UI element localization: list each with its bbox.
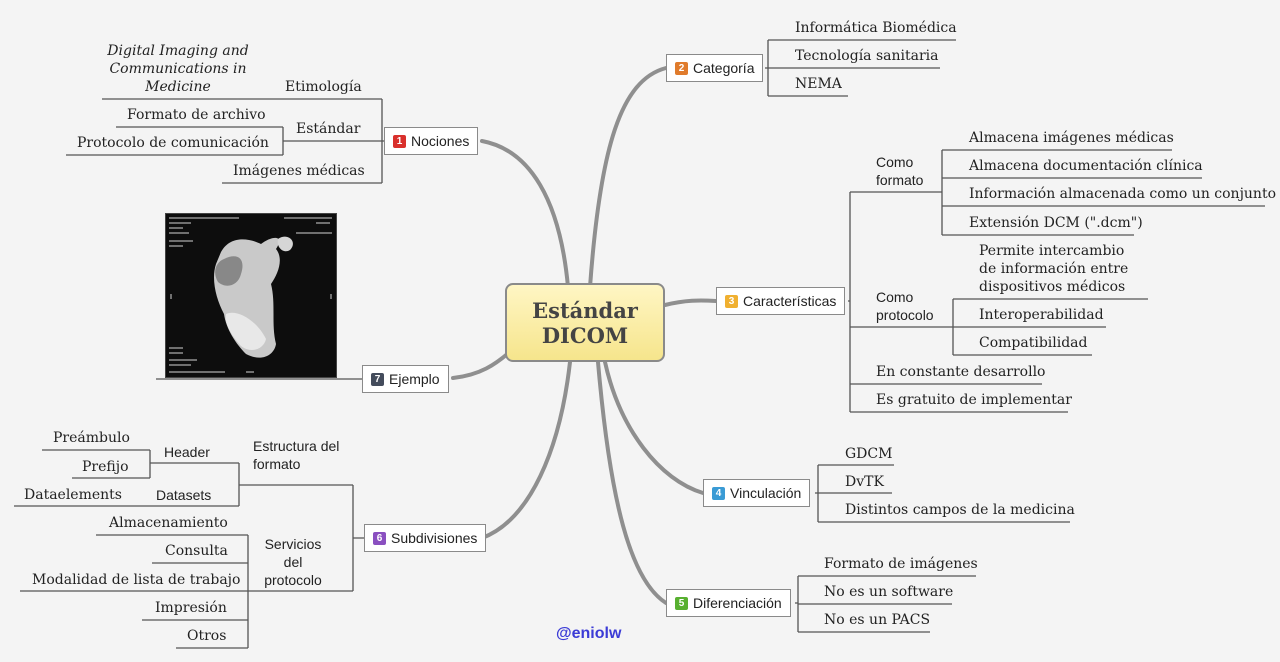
- vinculacion-item[interactable]: Distintos campos de la medicina: [845, 502, 1075, 518]
- etimologia-value[interactable]: Digital Imaging and Communications in Me…: [107, 43, 249, 95]
- dicom-example-image[interactable]: [165, 213, 337, 378]
- gratuito-item[interactable]: Es gratuito de implementar: [876, 392, 1072, 408]
- diferenciacion-item[interactable]: Formato de imágenes: [824, 556, 978, 572]
- branch-diferenciacion-label: Diferenciación: [693, 595, 782, 611]
- central-topic-title: Estándar DICOM: [532, 297, 638, 348]
- datasets-item[interactable]: Dataelements: [24, 487, 122, 503]
- number-badge-4: 4: [712, 486, 725, 500]
- header-item[interactable]: Preámbulo: [53, 430, 130, 446]
- protocolo-item[interactable]: Permite intercambio de información entre…: [979, 243, 1129, 295]
- categoria-item[interactable]: Informática Biomédica: [795, 20, 957, 36]
- number-badge-6: 6: [373, 531, 386, 545]
- servicios-protocolo-label[interactable]: Servicios del protocolo: [264, 536, 322, 588]
- desarrollo-item[interactable]: En constante desarrollo: [876, 364, 1046, 380]
- number-badge-5: 5: [675, 596, 688, 610]
- formato-item[interactable]: Información almacenada como un conjunto: [969, 186, 1277, 202]
- number-badge-7: 7: [371, 372, 384, 386]
- vinculacion-item[interactable]: GDCM: [845, 446, 893, 462]
- branch-subdivisiones-label: Subdivisiones: [391, 530, 478, 546]
- servicios-item[interactable]: Almacenamiento: [109, 515, 228, 531]
- categoria-item[interactable]: Tecnología sanitaria: [795, 48, 939, 64]
- protocolo-comunicacion[interactable]: Protocolo de comunicación: [77, 135, 269, 151]
- branch-diferenciacion[interactable]: 5 Diferenciación: [666, 589, 791, 617]
- como-protocolo-label[interactable]: Como protocolo: [876, 289, 934, 323]
- protocolo-item[interactable]: Compatibilidad: [979, 335, 1088, 351]
- branch-caracteristicas[interactable]: 3 Características: [716, 287, 846, 315]
- header-item[interactable]: Prefijo: [82, 459, 129, 475]
- formato-item[interactable]: Almacena documentación clínica: [969, 158, 1203, 174]
- central-topic[interactable]: Estándar DICOM: [505, 283, 665, 362]
- header-label[interactable]: Header: [164, 444, 210, 460]
- como-formato-label[interactable]: Como formato: [876, 154, 924, 188]
- protocolo-item[interactable]: Interoperabilidad: [979, 307, 1104, 323]
- datasets-label[interactable]: Datasets: [156, 487, 212, 503]
- number-badge-3: 3: [725, 294, 738, 308]
- formato-item[interactable]: Almacena imágenes médicas: [969, 130, 1174, 146]
- branch-ejemplo[interactable]: 7 Ejemplo: [362, 365, 449, 393]
- vinculacion-item[interactable]: DvTK: [845, 474, 884, 490]
- categoria-item[interactable]: NEMA: [795, 76, 842, 92]
- number-badge-1: 1: [393, 134, 406, 148]
- estructura-formato-label[interactable]: Estructura del formato: [253, 438, 340, 472]
- branch-vinculacion-label: Vinculación: [730, 485, 802, 501]
- branch-ejemplo-label: Ejemplo: [389, 371, 440, 387]
- servicios-item[interactable]: Modalidad de lista de trabajo: [32, 572, 241, 588]
- branch-caracteristicas-label: Características: [743, 293, 837, 309]
- servicios-item[interactable]: Impresión: [155, 600, 227, 616]
- formato-archivo[interactable]: Formato de archivo: [127, 107, 266, 123]
- servicios-item[interactable]: Consulta: [165, 543, 228, 559]
- imagenes-medicas[interactable]: Imágenes médicas: [233, 163, 365, 179]
- diferenciacion-item[interactable]: No es un PACS: [824, 612, 931, 628]
- ct-scan-graphic: [166, 214, 336, 377]
- etimologia-label[interactable]: Etimología: [285, 79, 362, 95]
- branch-vinculacion[interactable]: 4 Vinculación: [703, 479, 811, 507]
- servicios-item[interactable]: Otros: [187, 628, 227, 644]
- diferenciacion-item[interactable]: No es un software: [824, 584, 954, 600]
- branch-nociones-label: Nociones: [411, 133, 470, 149]
- formato-item[interactable]: Extensión DCM (".dcm"): [969, 215, 1143, 231]
- branch-categoria-label: Categoría: [693, 60, 755, 76]
- branch-subdivisiones[interactable]: 6 Subdivisiones: [364, 524, 487, 552]
- branch-categoria[interactable]: 2 Categoría: [666, 54, 764, 82]
- estandar-label[interactable]: Estándar: [296, 121, 361, 137]
- number-badge-2: 2: [675, 61, 688, 75]
- branch-nociones[interactable]: 1 Nociones: [384, 127, 479, 155]
- author-handle[interactable]: @eniolw: [556, 625, 622, 642]
